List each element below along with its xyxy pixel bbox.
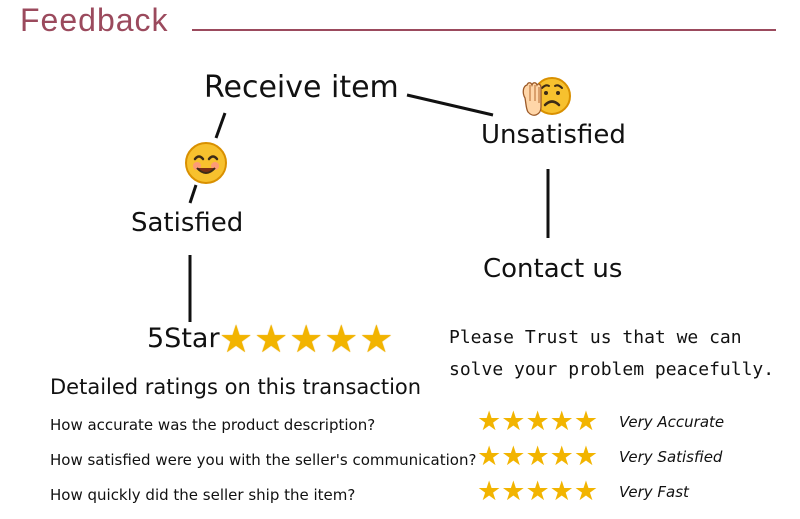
trust-line-2: solve your problem peacefully. — [449, 359, 775, 380]
rating-answer: Very Fast — [619, 483, 689, 501]
page-title: Feedback — [20, 2, 169, 38]
contact-us-label: Contact us — [483, 254, 623, 284]
five-star-label: 5Star — [147, 323, 220, 354]
star-icon: ★ — [501, 406, 526, 437]
rating-question: How quickly did the seller ship the item… — [50, 486, 356, 504]
star-icon: ★ — [549, 406, 574, 437]
star-icon: ★ — [525, 476, 550, 507]
receive-item-label: Receive item — [204, 70, 399, 105]
star-icon: ★ — [501, 441, 526, 472]
rating-answer: Very Accurate — [619, 413, 725, 431]
rating-stars: ★★★★★ — [477, 478, 598, 505]
star-icon: ★ — [219, 317, 255, 361]
title-rule — [192, 29, 776, 31]
star-icon: ★ — [359, 317, 395, 361]
five-star-rating: ★ ★ ★ ★ ★ — [219, 320, 394, 358]
rating-row-accuracy: How accurate was the product description… — [50, 408, 770, 440]
rating-answer: Very Satisfied — [619, 448, 723, 466]
happy-satisfied-connector — [188, 184, 198, 204]
sad-stop-face-icon — [522, 77, 571, 116]
trust-line-1: Please Trust us that we can — [449, 327, 742, 348]
star-icon: ★ — [573, 441, 599, 472]
star-icon: ★ — [477, 476, 502, 507]
rating-question: How accurate was the product description… — [50, 416, 376, 434]
star-icon: ★ — [549, 476, 574, 507]
satisfied-label: Satisfied — [131, 208, 244, 238]
trust-message: Please Trust us that we can solve your p… — [449, 322, 774, 386]
unsatisfied-label: Unsatisfied — [481, 120, 626, 150]
star-icon: ★ — [525, 406, 550, 437]
star-icon: ★ — [289, 317, 325, 361]
rating-stars: ★★★★★ — [477, 408, 598, 435]
receive-happy-connector — [214, 112, 227, 139]
rating-row-shipping: How quickly did the seller ship the item… — [50, 478, 770, 510]
star-icon: ★ — [573, 406, 599, 437]
receive-unsatisfied-connector — [406, 93, 494, 117]
rating-question: How satisfied were you with the seller's… — [50, 451, 477, 469]
star-icon: ★ — [324, 317, 360, 361]
star-icon: ★ — [254, 317, 290, 361]
star-icon: ★ — [549, 441, 574, 472]
star-icon: ★ — [477, 441, 502, 472]
star-icon: ★ — [501, 476, 526, 507]
happy-face-icon — [185, 142, 227, 184]
star-icon: ★ — [573, 476, 599, 507]
ratings-list: How accurate was the product description… — [50, 408, 770, 512]
rating-row-communication: How satisfied were you with the seller's… — [50, 443, 770, 475]
rating-stars: ★★★★★ — [477, 443, 598, 470]
ratings-heading: Detailed ratings on this transaction — [50, 375, 422, 399]
star-icon: ★ — [525, 441, 550, 472]
star-icon: ★ — [477, 406, 502, 437]
